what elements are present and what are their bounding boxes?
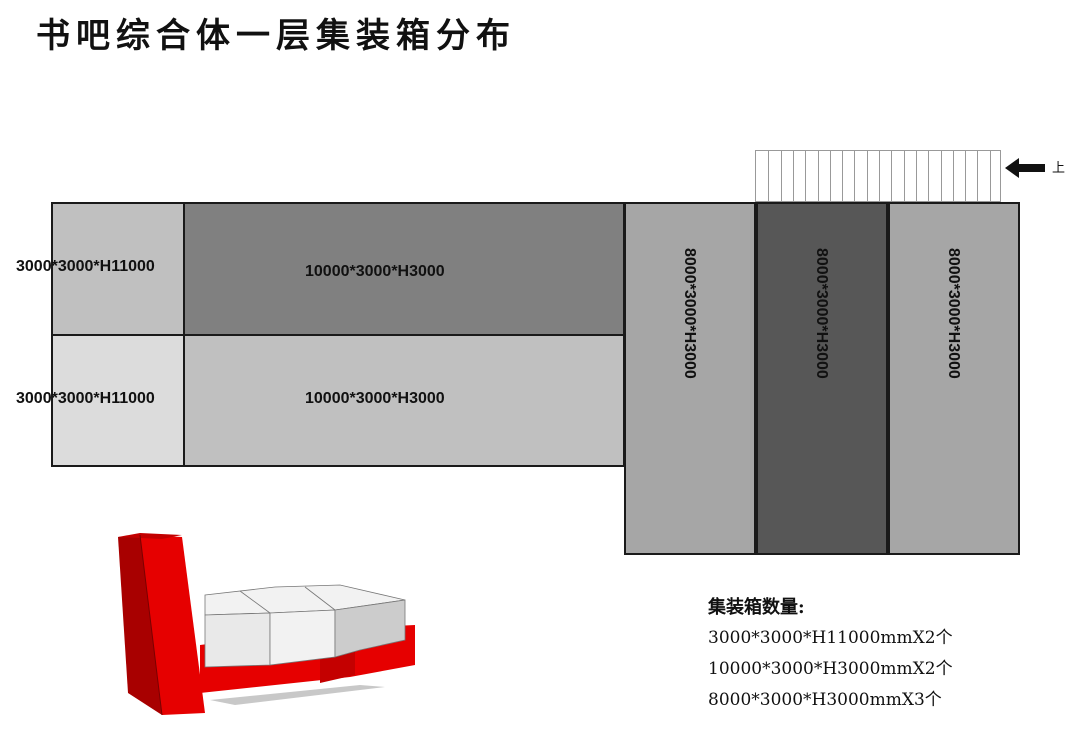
container-label: 10000*3000*H3000	[305, 263, 445, 280]
stair-step	[903, 151, 905, 201]
container-count-summary: 集装箱数量: 3000*3000*H11000mmX2个 10000*3000*…	[708, 592, 953, 716]
left-arrow-icon	[1005, 158, 1045, 178]
page-title: 书吧综合体一层集装箱分布	[36, 16, 516, 56]
container-label: 8000*3000*H3000	[681, 248, 698, 379]
container-vertical-1	[624, 202, 756, 555]
stair-step	[940, 151, 942, 201]
stair-step	[842, 151, 844, 201]
stair-step	[879, 151, 880, 201]
container-long-2	[183, 334, 625, 467]
summary-title: 集装箱数量:	[708, 597, 805, 618]
stair-step	[977, 151, 979, 201]
stair-step	[866, 151, 868, 201]
stair-step	[829, 151, 831, 201]
stair-step	[952, 151, 954, 201]
container-label: 8000*3000*H3000	[945, 248, 962, 379]
summary-line: 8000*3000*H3000mmX3个	[708, 690, 942, 710]
container-label: 3000*3000*H11000	[16, 258, 155, 275]
stair-step	[915, 151, 917, 201]
stair-step	[965, 151, 967, 201]
container-tall-2	[51, 334, 185, 467]
container-3d-model	[118, 533, 415, 716]
stair-step	[792, 151, 794, 201]
stair-step	[805, 151, 807, 201]
stair-step	[780, 151, 782, 201]
container-tall-1	[51, 202, 185, 336]
stair-step	[891, 151, 893, 201]
summary-line: 3000*3000*H11000mmX2个	[708, 628, 953, 648]
container-vertical-3	[888, 202, 1020, 555]
stair-step	[989, 151, 991, 201]
stair-up-label: 上	[1052, 161, 1066, 176]
container-label: 10000*3000*H3000	[305, 390, 445, 407]
container-label: 3000*3000*H11000	[16, 390, 155, 407]
summary-line: 10000*3000*H3000mmX2个	[708, 659, 953, 679]
container-vertical-2	[756, 202, 888, 555]
container-label: 8000*3000*H3000	[813, 248, 830, 379]
stair-step	[817, 151, 819, 201]
stair-step	[768, 151, 770, 201]
stair-step	[928, 151, 930, 201]
stair-step	[854, 151, 856, 201]
stair	[755, 150, 1001, 202]
